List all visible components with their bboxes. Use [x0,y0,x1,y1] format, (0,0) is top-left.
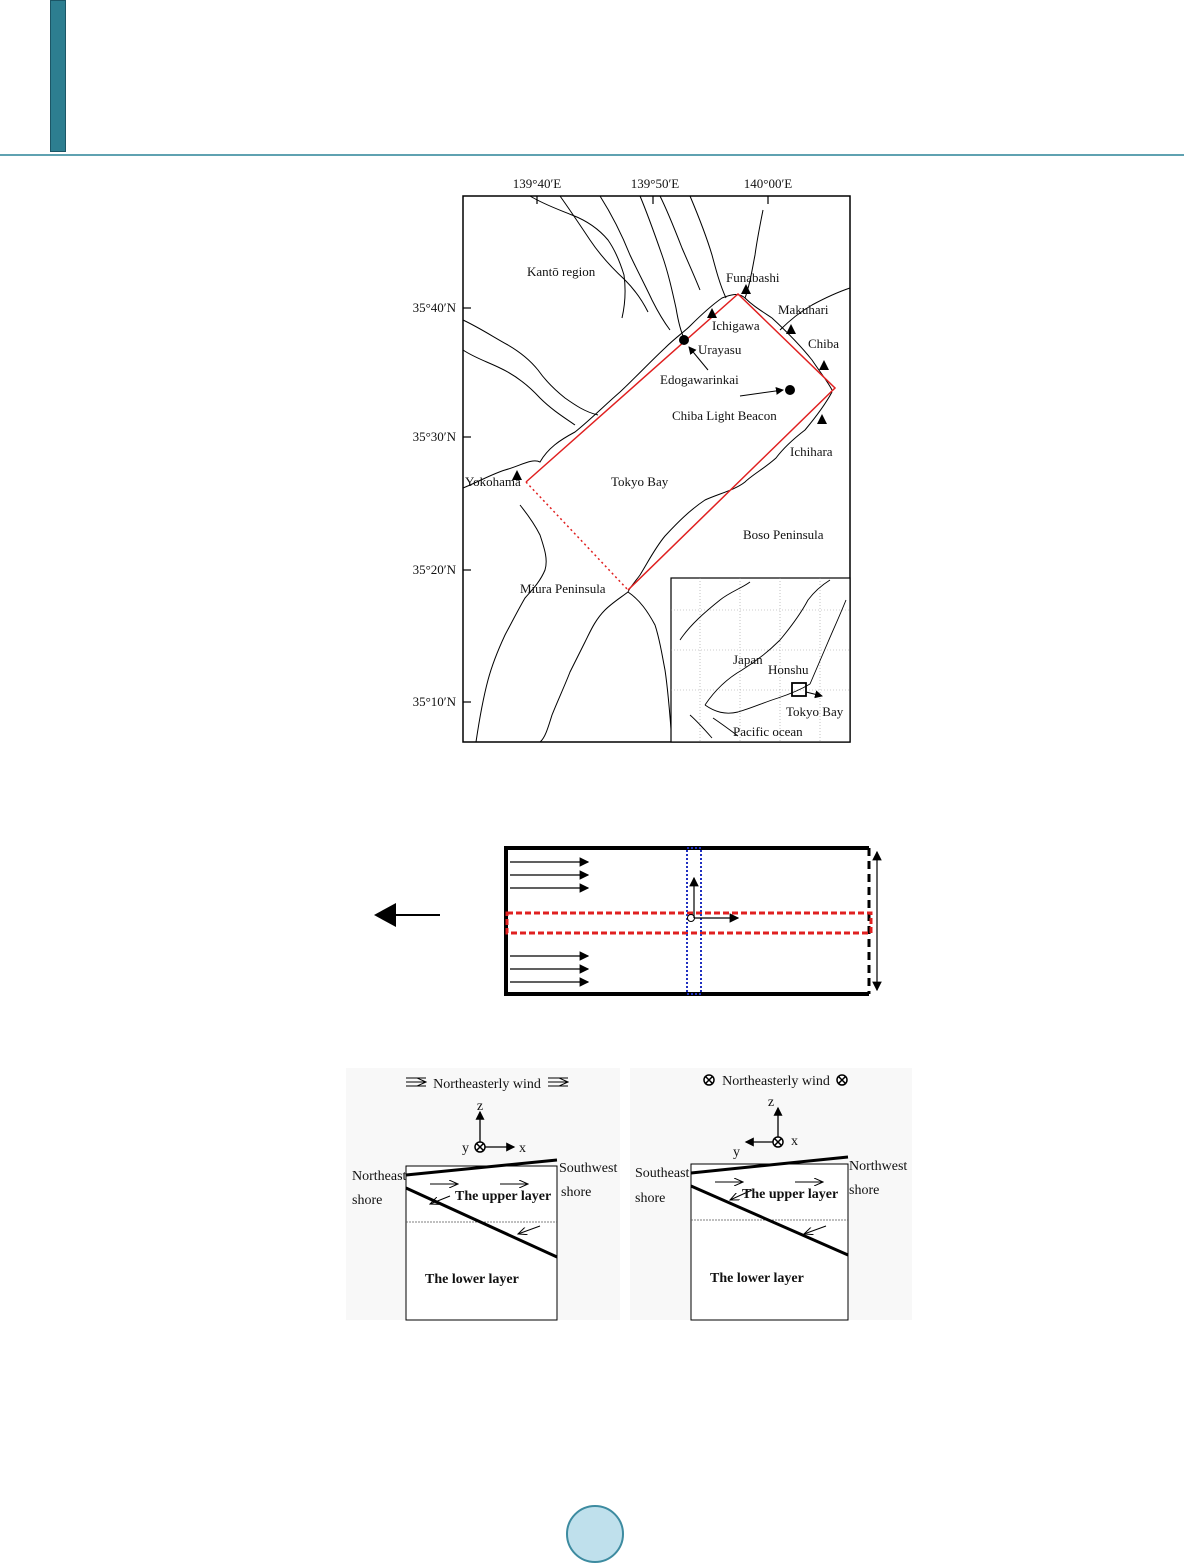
chiba-light-beacon-dot [785,385,795,395]
label-tokyo-bay: Tokyo Bay [611,474,669,489]
ichigawa-triangle [707,308,717,318]
label-funabashi: Funabashi [726,270,780,285]
right-upper-layer: The upper layer [742,1187,838,1202]
channel-schematic [374,846,882,996]
label-kanto: Kantō region [527,264,596,279]
right-wind-label: Northeasterly wind [722,1074,830,1089]
label-ichigawa: Ichigawa [712,318,760,333]
ichihara-triangle [817,414,827,424]
right-axis-z: z [768,1095,774,1110]
along-channel-section [505,911,873,935]
right-axis-x: x [791,1134,798,1149]
chiba-triangle [819,360,829,370]
label-ichihara: Ichihara [790,444,833,459]
makuhari-triangle [786,324,796,334]
label-boso: Boso Peninsula [743,527,824,542]
left-axis-z: z [477,1099,483,1114]
funabashi-triangle [741,284,751,294]
left-shore-left-1: Northeast [352,1169,407,1184]
lat-label-1: 35°40′N [413,300,457,315]
channel-walls [504,846,869,996]
lat-label-3: 35°20′N [413,562,457,577]
inset-label-tokyo-bay: Tokyo Bay [786,704,844,719]
right-axis-y: y [733,1145,740,1160]
right-shore-right-1: Northwest [849,1159,907,1174]
observation-stations [512,284,829,480]
inset-label-japan: Japan [733,652,763,667]
tokyo-bay-inset-marker [791,682,807,697]
right-shore-left-2: shore [635,1191,665,1206]
left-upper-layer: The upper layer [455,1189,551,1204]
lon-label-2: 139°50′E [631,176,680,191]
label-yokohama: Yokohama [465,474,521,489]
label-miura: Miura Peninsula [520,581,606,596]
left-lower-layer: The lower layer [425,1272,519,1287]
coastlines [462,195,851,743]
label-chiba: Chiba [808,336,839,351]
left-wind-label: Northeasterly wind [433,1077,541,1092]
left-axis-y: y [462,1141,469,1156]
right-shore-left-1: Southeast [635,1166,690,1181]
page-number-badge [566,1505,624,1563]
map-frame [462,195,851,743]
bay-boundary [525,292,837,591]
yokohama-triangle [512,470,522,480]
map-ticks [463,196,769,703]
lon-label-1: 139°40′E [513,176,562,191]
urayasu-station-dot [679,335,689,345]
lon-label-3: 140°00′E [744,176,793,191]
header-rule [0,154,1184,156]
inset-label-honshu: Honshu [768,662,809,677]
lat-label-4: 35°10′N [413,694,457,709]
header-accent-bar [50,0,66,152]
left-axis-x: x [519,1141,526,1156]
right-lower-layer: The lower layer [710,1271,804,1286]
flow-arrows [510,857,590,987]
label-urayasu: Urayasu [698,342,742,357]
two-layer-cross-sections: Northeasterly wind z y x Northeast shore… [346,1068,912,1321]
cross-section-right: Northeasterly wind z y x Southeast shore… [630,1068,912,1321]
left-shore-left-2: shore [352,1193,382,1208]
inset-label-pacific: Pacific ocean [733,724,803,739]
label-edogawarinkai: Edogawarinkai [660,372,739,387]
inset-map: Japan Honshu Tokyo Bay Pacific ocean [670,577,851,743]
lat-label-2: 35°30′N [413,429,457,444]
label-makuhari: Makuhari [778,302,829,317]
tokyo-bay-map: 139°40′E 139°50′E 140°00′E 35°40′N 35°30… [413,176,851,743]
cross-section-left: Northeasterly wind z y x Northeast shore… [346,1068,620,1321]
right-shore-right-2: shore [849,1183,879,1198]
left-shore-right-2: shore [561,1185,591,1200]
left-shore-right-1: Southwest [559,1161,617,1176]
label-chiba-light-beacon: Chiba Light Beacon [672,408,777,423]
